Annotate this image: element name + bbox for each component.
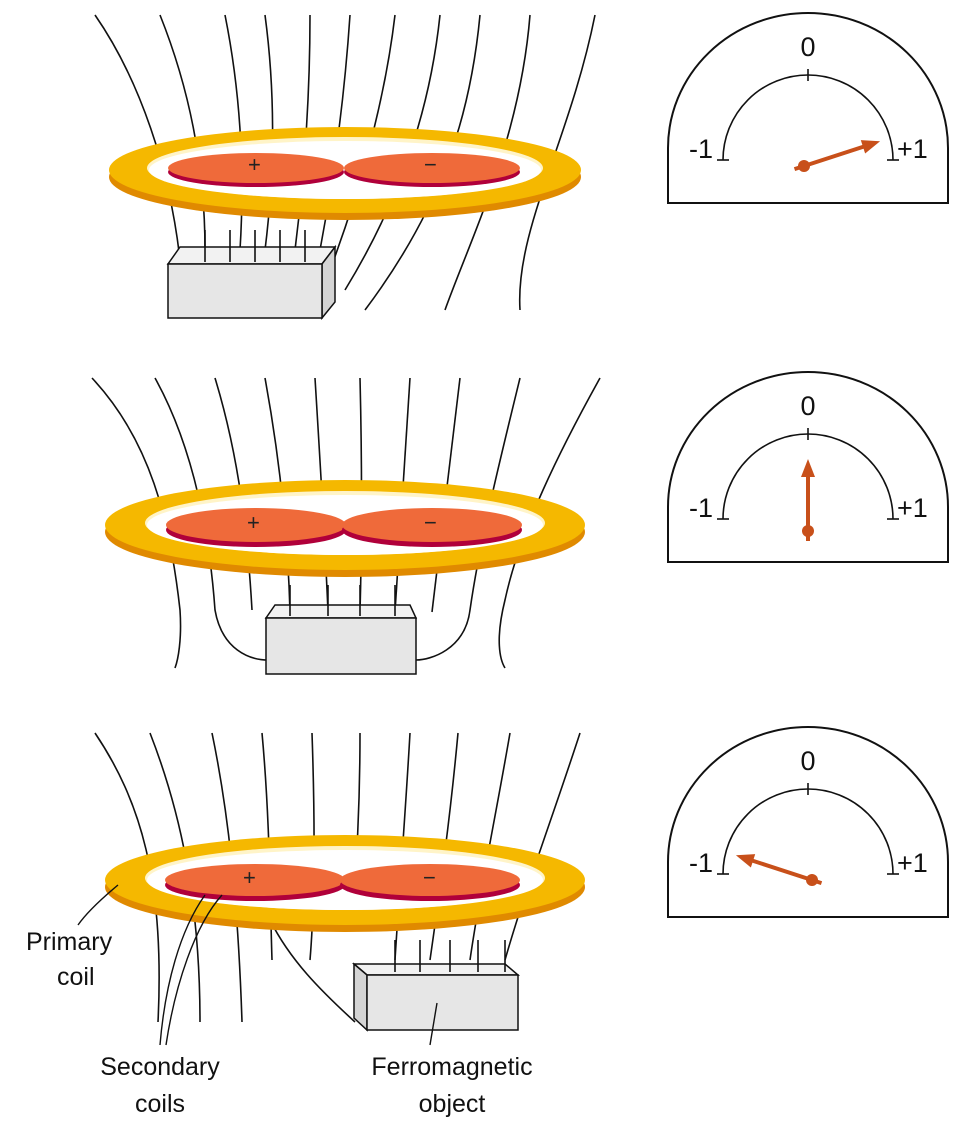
meter-label-plus-one: +1 (897, 493, 928, 523)
secondary-coil-right (344, 153, 520, 187)
object-leader (429, 1002, 438, 1046)
meter-1: 0 -1 +1 (667, 12, 949, 204)
primary-coil-label-line2: coil (57, 963, 95, 991)
ferromagnetic-object (166, 244, 337, 321)
panel-1: + − (94, 14, 596, 321)
primary-coil-leader (77, 884, 119, 926)
ferromagnetic-object-label-line1: Ferromagnetic (371, 1053, 532, 1081)
leader-lines (77, 884, 438, 1046)
meter-label-minus-one: -1 (689, 848, 713, 878)
meter-label-plus-one: +1 (897, 134, 928, 164)
secondary-coil-right (342, 508, 522, 547)
plus-sign: + (247, 510, 260, 535)
object-field-lines (394, 940, 506, 972)
secondary-coils-label-line2: coils (135, 1090, 185, 1118)
meter-label-plus-one: +1 (897, 848, 928, 878)
secondary-coils-label-line1: Secondary (100, 1053, 220, 1081)
plus-sign: + (243, 865, 256, 890)
minus-sign: − (423, 865, 436, 890)
meter-needle (735, 854, 823, 886)
meters: 0 -1 +1 0 -1 +1 0 -1 +1 (667, 12, 949, 918)
secondary-coil-right (340, 864, 520, 901)
meter-label-minus-one: -1 (689, 493, 713, 523)
secondary-coil-leader-2 (165, 894, 223, 1046)
ferromagnetic-object (264, 604, 418, 675)
meter-label-minus-one: -1 (689, 134, 713, 164)
meter-label-zero: 0 (800, 746, 815, 776)
primary-coil-label-line1: Primary (26, 928, 113, 956)
meter-label-zero: 0 (800, 391, 815, 421)
plus-sign: + (248, 152, 261, 177)
meter-needle (801, 459, 815, 541)
secondary-coil-left (168, 153, 344, 187)
secondary-coil-leader-1 (159, 894, 206, 1046)
meter-housing (667, 12, 949, 204)
ferromagnetic-object (351, 962, 521, 1032)
meter-label-zero: 0 (800, 32, 815, 62)
meter-housing (667, 726, 949, 918)
panel-3: + − (77, 732, 585, 1046)
meter-3: 0 -1 +1 (667, 726, 949, 918)
ferromagnetic-object-label-line2: object (419, 1090, 486, 1118)
minus-sign: − (424, 152, 437, 177)
object-field-lines (289, 585, 396, 616)
object-field-lines (204, 230, 306, 262)
panel-2: + − (91, 377, 601, 675)
secondary-coil-left (165, 864, 345, 901)
meter-needle (793, 140, 881, 172)
secondary-coil-left (166, 508, 346, 547)
minus-sign: − (424, 510, 437, 535)
meter-2: 0 -1 +1 (667, 371, 949, 563)
